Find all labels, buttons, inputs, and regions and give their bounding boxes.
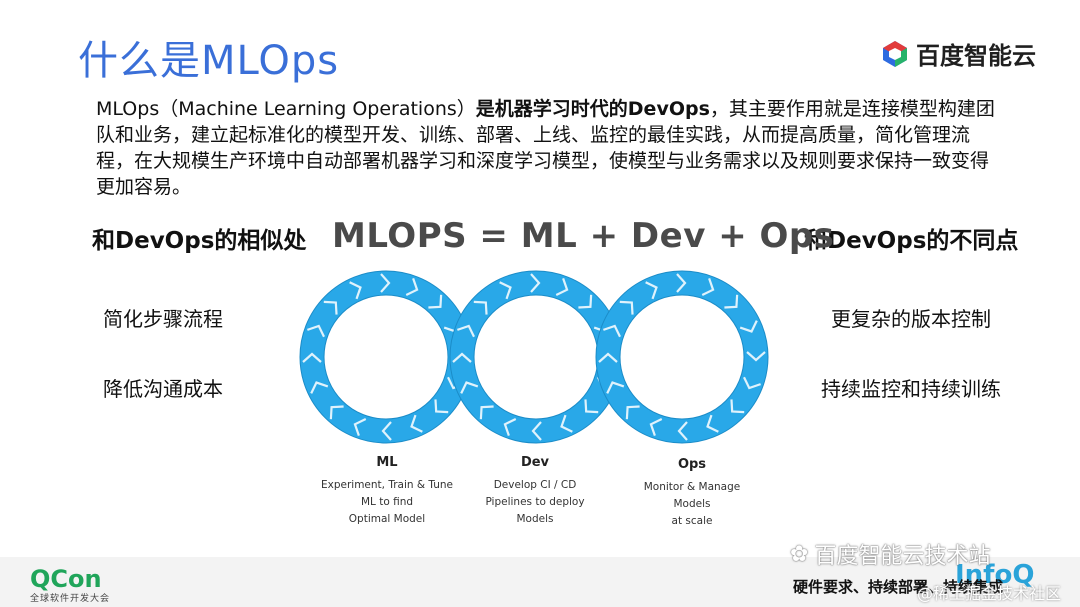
chevron-arrow-icon bbox=[410, 414, 423, 433]
intro-paragraph: MLOps（Machine Learning Operations）是机器学习时… bbox=[96, 96, 996, 200]
chevron-arrow-icon bbox=[645, 281, 658, 300]
chevron-arrow-icon bbox=[743, 376, 761, 390]
ring-label-ops: Ops Monitor & Manage Models at scale bbox=[612, 456, 772, 530]
chevron-arrow-icon bbox=[555, 278, 569, 296]
chevron-arrow-icon bbox=[460, 381, 479, 394]
watermark-juejin: @稀土掘金技术社区 bbox=[917, 584, 1062, 603]
chevron-arrow-icon bbox=[530, 273, 541, 293]
ring-line: ML to find bbox=[360, 496, 414, 508]
infoq-logo: InfoQ bbox=[955, 560, 1035, 590]
ring-ops bbox=[595, 270, 769, 444]
ring-line: Experiment, Train & Tune bbox=[321, 479, 453, 491]
chevron-arrow-icon bbox=[676, 273, 687, 293]
ring-label-dev: Dev Develop CI / CD Pipelines to deploy … bbox=[455, 454, 615, 528]
similarities-heading: 和DevOps的相似处 bbox=[92, 228, 307, 254]
similarity-item: 简化步骤流程 bbox=[103, 307, 223, 331]
chevron-arrow-icon bbox=[349, 281, 362, 300]
chevron-arrow-icon bbox=[531, 421, 542, 441]
qcon-logo-text: QCon bbox=[30, 565, 102, 593]
chevron-arrow-icon bbox=[307, 324, 325, 338]
brand-logo: 百度智能云 bbox=[880, 36, 1036, 71]
ring-name: Dev bbox=[520, 455, 550, 470]
ring-line: Monitor & Manage bbox=[643, 481, 741, 493]
ring-label-ml: ML Experiment, Train & Tune ML to find O… bbox=[307, 454, 467, 528]
chevron-arrow-icon bbox=[706, 414, 719, 433]
watermark-text: 百度智能云技术站 bbox=[814, 544, 991, 569]
chevron-arrow-icon bbox=[405, 278, 419, 296]
chevron-arrow-icon bbox=[302, 352, 322, 363]
qcon-subtitle: 全球软件开发大会 bbox=[30, 594, 111, 604]
differences-heading: 和DevOps的不同点 bbox=[804, 228, 1019, 254]
chevron-arrow-icon bbox=[598, 352, 618, 363]
diagram-title: MLOPS = ML + Dev + Ops bbox=[332, 216, 835, 256]
slide-title: 什么是MLOps bbox=[78, 38, 340, 84]
ring-line: Pipelines to deploy bbox=[485, 496, 585, 508]
chevron-arrow-icon bbox=[380, 273, 391, 293]
footer-bar bbox=[0, 557, 1080, 607]
ring-name: ML bbox=[376, 455, 398, 470]
chevron-arrow-icon bbox=[452, 352, 472, 363]
brand-name: 百度智能云 bbox=[916, 42, 1036, 70]
chevron-arrow-icon bbox=[479, 405, 494, 420]
qcon-logo: QCon 全球软件开发大会 bbox=[30, 565, 110, 604]
ring-name: Ops bbox=[677, 457, 707, 472]
watermark: ✿ 百度智能云技术站 bbox=[790, 538, 990, 570]
ring-dev bbox=[449, 270, 623, 444]
cube-logo-icon bbox=[883, 40, 907, 67]
chevron-arrow-icon bbox=[381, 421, 392, 441]
chevron-arrow-icon bbox=[677, 421, 688, 441]
chevron-arrow-icon bbox=[619, 300, 634, 315]
chevron-arrow-icon bbox=[649, 418, 663, 436]
ring-line: at scale bbox=[671, 515, 713, 527]
chevron-arrow-icon bbox=[434, 399, 449, 414]
chevron-arrow-icon bbox=[428, 294, 443, 309]
chevron-arrow-icon bbox=[560, 414, 573, 433]
chevron-arrow-icon bbox=[606, 381, 625, 394]
intro-part-1: MLOps（Machine Learning Operations） bbox=[96, 98, 476, 120]
chevron-arrow-icon bbox=[310, 381, 329, 394]
chevron-arrow-icon bbox=[584, 399, 599, 414]
difference-item: 更复杂的版本控制 bbox=[831, 307, 991, 331]
ring-line: Models bbox=[516, 513, 554, 525]
chevron-arrow-icon bbox=[473, 300, 488, 315]
chevron-arrow-icon bbox=[701, 278, 715, 296]
chevron-arrow-icon bbox=[724, 294, 739, 309]
ring-line: Models bbox=[673, 498, 711, 510]
chevron-arrow-icon bbox=[499, 281, 512, 300]
chevron-arrow-icon bbox=[503, 418, 517, 436]
ring-line: Optimal Model bbox=[348, 513, 426, 525]
ring-ml bbox=[299, 270, 473, 444]
chevron-arrow-icon bbox=[730, 399, 745, 414]
ring-line: Develop CI / CD bbox=[493, 479, 577, 491]
chevron-arrow-icon bbox=[329, 405, 344, 420]
intro-part-2-bold: 是机器学习时代的DevOps bbox=[475, 98, 710, 120]
chevron-arrow-icon bbox=[457, 324, 475, 338]
chevron-arrow-icon bbox=[739, 320, 758, 333]
chevron-arrow-icon bbox=[746, 351, 766, 362]
wechat-icon: ✿ bbox=[790, 541, 809, 567]
chevron-arrow-icon bbox=[578, 294, 593, 309]
chevron-arrow-icon bbox=[625, 405, 640, 420]
chevron-arrow-icon bbox=[323, 300, 338, 315]
difference-item: 持续监控和持续训练 bbox=[821, 377, 1001, 401]
chevron-arrow-icon bbox=[603, 324, 621, 338]
intro-part-3: ，其主要作用就是连接模型构建团队和业务，建立起标准化的模型开发、训练、部署、上线… bbox=[96, 98, 995, 198]
footer-caption: 硬件要求、持续部署、持续集成 bbox=[793, 578, 1004, 596]
similarity-item: 降低沟通成本 bbox=[103, 377, 223, 401]
chevron-arrow-icon bbox=[353, 418, 367, 436]
mlops-rings-diagram bbox=[299, 270, 769, 444]
